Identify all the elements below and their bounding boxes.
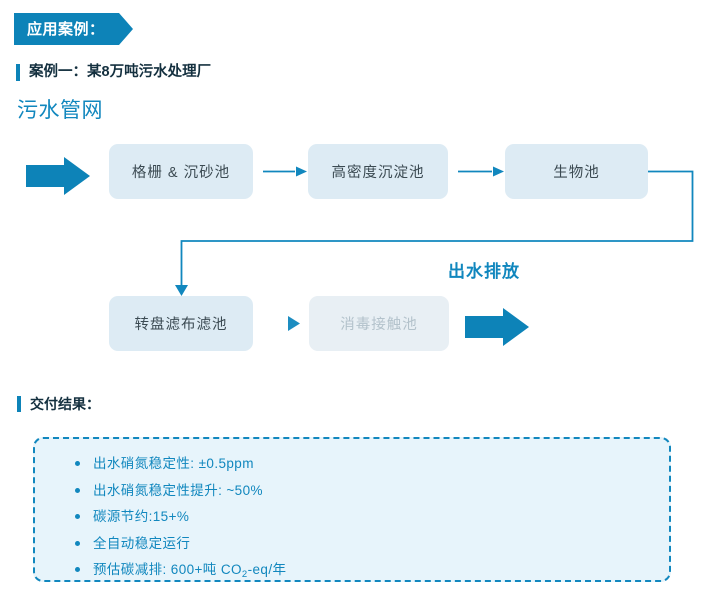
- result-item-suffix: -eq/年: [247, 562, 287, 577]
- delivery-results-panel: 出水硝氮稳定性: ±0.5ppm 出水硝氮稳定性提升: ~50% 碳源节约:15…: [33, 437, 671, 582]
- arrowhead-grit-to-sediment: [296, 166, 307, 177]
- outlet-block-arrow: [465, 308, 529, 346]
- flow-box-high-density-sedimentation-tank[interactable]: 高密度沉淀池: [308, 144, 448, 199]
- result-item-subscript: 2: [241, 569, 248, 580]
- flow-box-biological-tank[interactable]: 生物池: [505, 144, 648, 199]
- flow-title: 污水管网: [17, 99, 103, 122]
- section-badge-arrow-tip: [118, 13, 133, 45]
- section-badge: 应用案例：: [14, 13, 133, 45]
- section-badge-body: 应用案例：: [14, 13, 119, 45]
- flow-box-rotary-cloth-filter[interactable]: 转盘滤布滤池: [109, 296, 253, 351]
- arrowhead-bio-to-filter: [175, 285, 188, 296]
- result-item: 出水硝氮稳定性提升: ~50%: [75, 483, 669, 498]
- delivery-heading-text: 交付结果：: [30, 396, 100, 412]
- result-item-text: 预估碳减排: 600+吨 CO: [93, 562, 242, 577]
- section-badge-label: 应用案例：: [27, 20, 105, 38]
- case-heading: 案例一：某8万吨污水处理厂: [16, 64, 211, 81]
- result-item: 预估碳减排: 600+吨 CO2-eq/年: [75, 562, 669, 580]
- delivery-heading-accent-bar: [17, 396, 21, 412]
- delivery-results-list: 出水硝氮稳定性: ±0.5ppm 出水硝氮稳定性提升: ~50% 碳源节约:15…: [35, 439, 669, 580]
- result-item: 碳源节约:15+%: [75, 510, 669, 524]
- case-heading-text: 案例一：某8万吨污水处理厂: [29, 64, 212, 81]
- result-item: 全自动稳定运行: [75, 536, 669, 551]
- delivery-heading: 交付结果：: [17, 396, 100, 412]
- inlet-block-arrow: [26, 157, 90, 195]
- flow-box-disinfection-contact-tank[interactable]: 消毒接触池: [309, 296, 449, 351]
- flow-box-grit-and-grit-chamber[interactable]: 格栅 & 沉砂池: [109, 144, 253, 199]
- case-heading-accent-bar: [16, 64, 20, 81]
- arrowhead-filter-to-disinfect: [288, 316, 300, 331]
- result-item: 出水硝氮稳定性: ±0.5ppm: [75, 457, 669, 471]
- discharge-label: 出水排放: [448, 262, 520, 281]
- arrowhead-sediment-to-bio: [493, 166, 504, 177]
